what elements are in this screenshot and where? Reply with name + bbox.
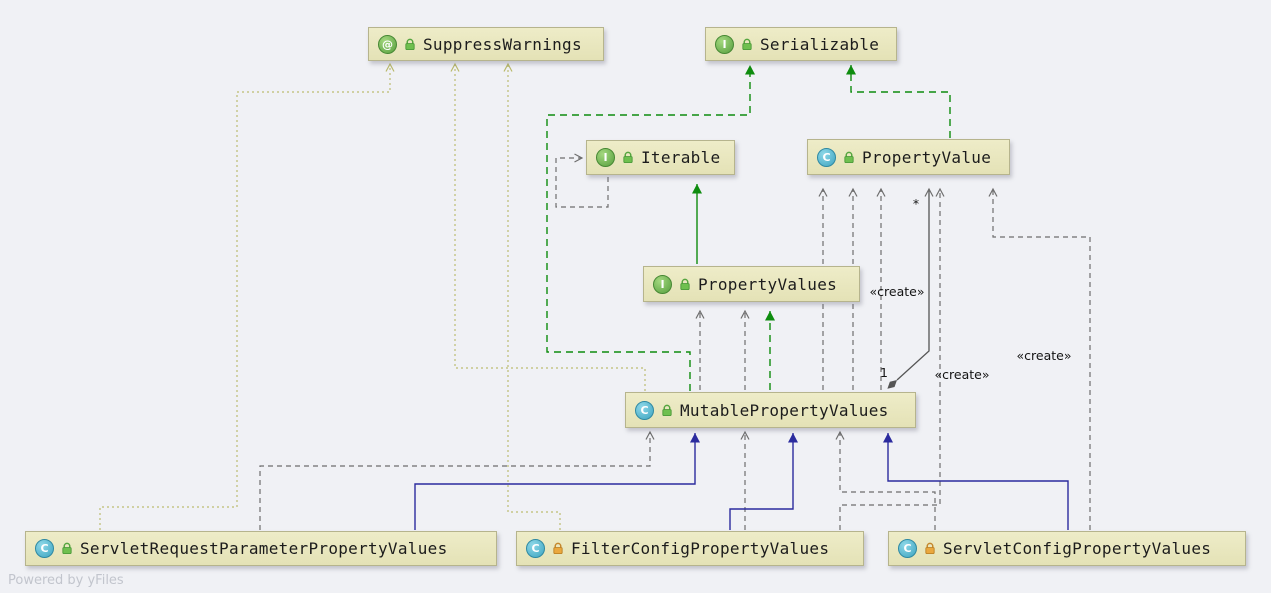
create-label-2: «create» [935,367,990,382]
class-icon: C [526,539,545,558]
edge-dependency-srppv-mpv[interactable] [259,430,655,530]
interface-icon: I [715,34,734,54]
edge-mutablepropertyvalues-implements-serializable[interactable] [546,65,755,391]
class-icon: C [635,400,654,420]
edge-propertyvalue-implements-serializable[interactable] [846,65,951,138]
edge-dependency-servletconfig-mpv[interactable] [835,430,936,530]
interface-icon: I [653,274,672,294]
lock-open-icon [662,404,672,416]
lock-closed-icon [925,542,935,555]
lock-open-icon [680,278,690,290]
node-label: FilterConfigPropertyValues [571,539,830,558]
node-propertyvalues[interactable]: I PropertyValues [643,266,860,302]
node-label: Serializable [760,34,880,54]
powered-by-yfiles: Powered by yFiles [8,573,124,588]
interface-icon: I [596,148,615,167]
edge-annotation-srppv-suppresswarnings[interactable] [99,62,395,530]
multiplicity-many-label: * [913,196,919,211]
node-suppresswarnings[interactable]: @ SuppressWarnings [368,27,604,61]
edge-filterconfig-extends-mpv[interactable] [729,433,798,530]
edge-aggregation-mpv-propertyvalue[interactable] [887,187,934,389]
lock-open-icon [844,151,854,163]
node-servletrequestparameterpropertyvalues[interactable]: C ServletRequestParameterPropertyValues [25,531,497,566]
node-servletconfigpropertyvalues[interactable]: C ServletConfigPropertyValues [888,531,1246,566]
node-filterconfigpropertyvalues[interactable]: C FilterConfigPropertyValues [516,531,864,566]
node-iterable[interactable]: I Iterable [586,140,735,175]
lock-open-icon [62,542,72,555]
node-serializable[interactable]: I Serializable [705,27,897,61]
edge-srppv-extends-mpv[interactable] [414,433,700,530]
powered-by-text: Powered by [8,573,88,588]
edge-create-filterconfig-propertyvalue[interactable] [839,187,945,530]
node-label: Iterable [641,148,721,167]
lock-open-icon [623,151,633,164]
edge-create-servletconfig-propertyvalue[interactable] [988,187,1091,530]
node-label: ServletRequestParameterPropertyValues [80,539,448,558]
node-mutablepropertyvalues[interactable]: C MutablePropertyValues [625,392,916,428]
class-icon: C [35,539,54,558]
edge-dependency-iterable-self[interactable] [555,153,609,208]
edge-servletconfig-extends-mpv[interactable] [883,433,1069,530]
annotation-icon: @ [378,34,397,54]
node-label: ServletConfigPropertyValues [943,539,1212,558]
lock-closed-icon [553,542,563,555]
lock-open-icon [742,38,752,50]
node-label: PropertyValue [862,147,992,167]
class-icon: C [898,539,917,558]
node-label: SuppressWarnings [423,34,582,54]
class-icon: C [817,147,836,167]
node-label: PropertyValues [698,274,838,294]
edge-annotation-mpv-suppresswarnings[interactable] [450,62,646,391]
yfiles-link[interactable]: yFiles [87,573,124,588]
node-label: MutablePropertyValues [680,400,889,420]
edge-annotation-filterconfig-suppresswarnings[interactable] [503,62,561,530]
multiplicity-one-label: 1 [880,365,888,380]
lock-open-icon [405,38,415,50]
create-label-1: «create» [870,284,925,299]
create-label-3: «create» [1017,348,1072,363]
node-propertyvalue[interactable]: C PropertyValue [807,139,1010,175]
